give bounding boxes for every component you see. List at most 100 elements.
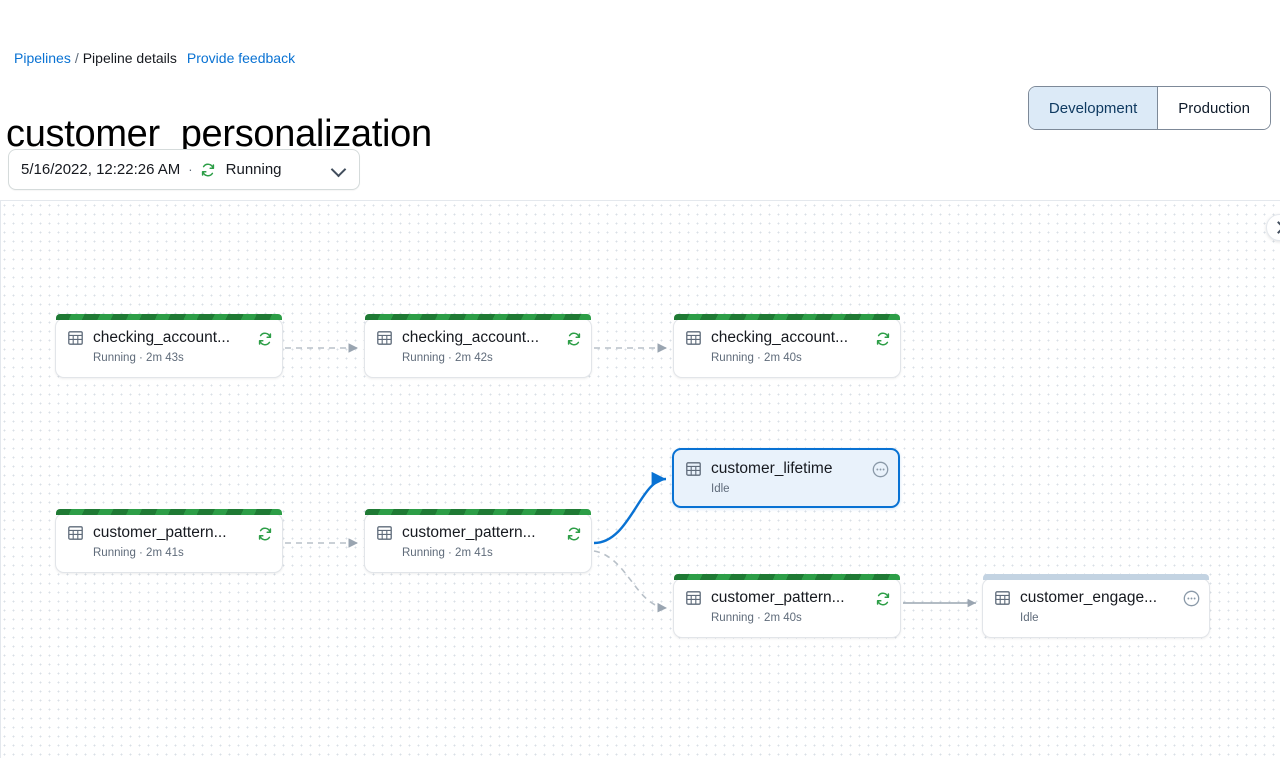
node-status-text: Running · 2m 43s: [93, 352, 184, 364]
node-title-row: checking_account...: [66, 328, 272, 348]
node-indicator-refresh-icon[interactable]: [565, 330, 582, 347]
node-title-row: customer_pattern...: [375, 523, 581, 543]
node-status-bar: [365, 509, 591, 515]
breadcrumb-current: Pipeline details: [82, 50, 177, 66]
node-title: customer_pattern...: [93, 524, 227, 541]
table-icon: [68, 526, 83, 540]
node-title-row: checking_account...: [375, 328, 581, 348]
node-indicator-idle-icon[interactable]: [1183, 590, 1200, 607]
node-indicator-refresh-icon[interactable]: [256, 525, 273, 542]
node-title-row: customer_pattern...: [684, 588, 890, 608]
node-body: customer_engage... Idle: [983, 579, 1209, 637]
node-title: checking_account...: [402, 329, 540, 346]
node-title-row: customer_pattern...: [66, 523, 272, 543]
node-indicator-refresh-icon[interactable]: [256, 330, 273, 347]
node-indicator-idle-icon[interactable]: [872, 461, 889, 478]
provide-feedback-link[interactable]: Provide feedback: [186, 50, 296, 66]
table-icon: [377, 331, 392, 345]
node-title: customer_engage...: [1020, 589, 1158, 606]
refresh-icon: [200, 162, 216, 178]
node-title-row: customer_engage...: [993, 588, 1199, 608]
node-status-text: Running · 2m 41s: [93, 547, 184, 559]
chevron-down-icon[interactable]: [332, 163, 346, 177]
idle-icon: [1183, 590, 1200, 607]
node-status-text: Idle: [711, 483, 730, 495]
breadcrumb-separator: /: [74, 50, 79, 66]
table-icon: [686, 462, 701, 476]
node-status-bar: [365, 314, 591, 320]
node-title: customer_pattern...: [711, 589, 845, 606]
node-status-bar: [983, 574, 1209, 580]
refresh-icon: [567, 527, 580, 540]
node-title: customer_lifetime: [711, 460, 833, 477]
table-icon: [995, 591, 1010, 605]
edge-n6-n7: [593, 550, 668, 613]
refresh-icon: [567, 332, 580, 345]
table-icon: [68, 526, 83, 540]
refresh-icon: [258, 332, 271, 345]
refresh-icon: [258, 527, 271, 540]
node-status-bar: [56, 314, 282, 320]
run-status-text: Running: [225, 161, 282, 178]
graph-edges: [285, 343, 976, 613]
node-body: customer_pattern... Running · 2m 41s: [365, 514, 591, 572]
tab-development[interactable]: Development: [1028, 87, 1159, 129]
node-indicator-refresh-icon[interactable]: [874, 330, 891, 347]
canvas-left-border: [0, 201, 1, 758]
tab-production[interactable]: Production: [1158, 87, 1270, 129]
graph-node-n7[interactable]: customer_pattern... Running · 2m 40s: [673, 574, 901, 638]
table-icon: [377, 526, 392, 540]
node-status-text: Running · 2m 41s: [402, 547, 493, 559]
table-icon: [995, 591, 1010, 605]
table-icon: [686, 591, 701, 605]
edge-n6-n4: [593, 471, 667, 545]
run-datetime: 5/16/2022, 12:22:26 AM: [21, 161, 181, 178]
environment-toggle[interactable]: Development Production: [1027, 86, 1271, 130]
page-title: customer_personalization: [6, 113, 432, 156]
graph-node-n6[interactable]: customer_pattern... Running · 2m 41s: [364, 509, 592, 573]
graph-node-n1[interactable]: checking_account... Running · 2m 43s: [55, 314, 283, 378]
node-body: checking_account... Running · 2m 42s: [365, 319, 591, 377]
node-status-text: Running · 2m 42s: [402, 352, 493, 364]
node-status-text: Running · 2m 40s: [711, 352, 802, 364]
breadcrumb: Pipelines/Pipeline details Provide feedba…: [14, 48, 295, 68]
refresh-icon: [876, 592, 889, 605]
node-title-row: customer_lifetime: [684, 459, 888, 479]
table-icon: [686, 331, 701, 345]
graph-node-n2[interactable]: checking_account... Running · 2m 42s: [364, 314, 592, 378]
node-status-text: Running · 2m 40s: [711, 612, 802, 624]
node-indicator-refresh-icon[interactable]: [874, 590, 891, 607]
node-status-text: Idle: [1020, 612, 1039, 624]
node-indicator-refresh-icon[interactable]: [565, 525, 582, 542]
node-title-row: checking_account...: [684, 328, 890, 348]
idle-icon: [872, 461, 889, 478]
node-title: checking_account...: [711, 329, 849, 346]
table-icon: [377, 526, 392, 540]
breadcrumb-pipelines-link[interactable]: Pipelines: [14, 50, 71, 66]
table-icon: [377, 331, 392, 345]
expand-side-panel-button[interactable]: [1266, 214, 1280, 241]
table-icon: [68, 331, 83, 345]
graph-node-n8[interactable]: customer_engage... Idle: [982, 574, 1210, 638]
node-status-bar: [56, 509, 282, 515]
node-body: checking_account... Running · 2m 40s: [674, 319, 900, 377]
table-icon: [686, 591, 701, 605]
table-icon: [686, 331, 701, 345]
run-separator: ·: [188, 162, 193, 177]
graph-node-n5[interactable]: customer_pattern... Running · 2m 41s: [55, 509, 283, 573]
graph-node-n3[interactable]: checking_account... Running · 2m 40s: [673, 314, 901, 378]
node-body: customer_pattern... Running · 2m 40s: [674, 579, 900, 637]
run-selector[interactable]: 5/16/2022, 12:22:26 AM · Running: [8, 149, 360, 190]
node-title: checking_account...: [93, 329, 231, 346]
node-status-bar: [674, 314, 900, 320]
table-icon: [686, 462, 701, 476]
table-icon: [68, 331, 83, 345]
node-body: customer_pattern... Running · 2m 41s: [56, 514, 282, 572]
refresh-icon: [876, 332, 889, 345]
node-status-bar: [674, 574, 900, 580]
node-body: checking_account... Running · 2m 43s: [56, 319, 282, 377]
node-title: customer_pattern...: [402, 524, 536, 541]
